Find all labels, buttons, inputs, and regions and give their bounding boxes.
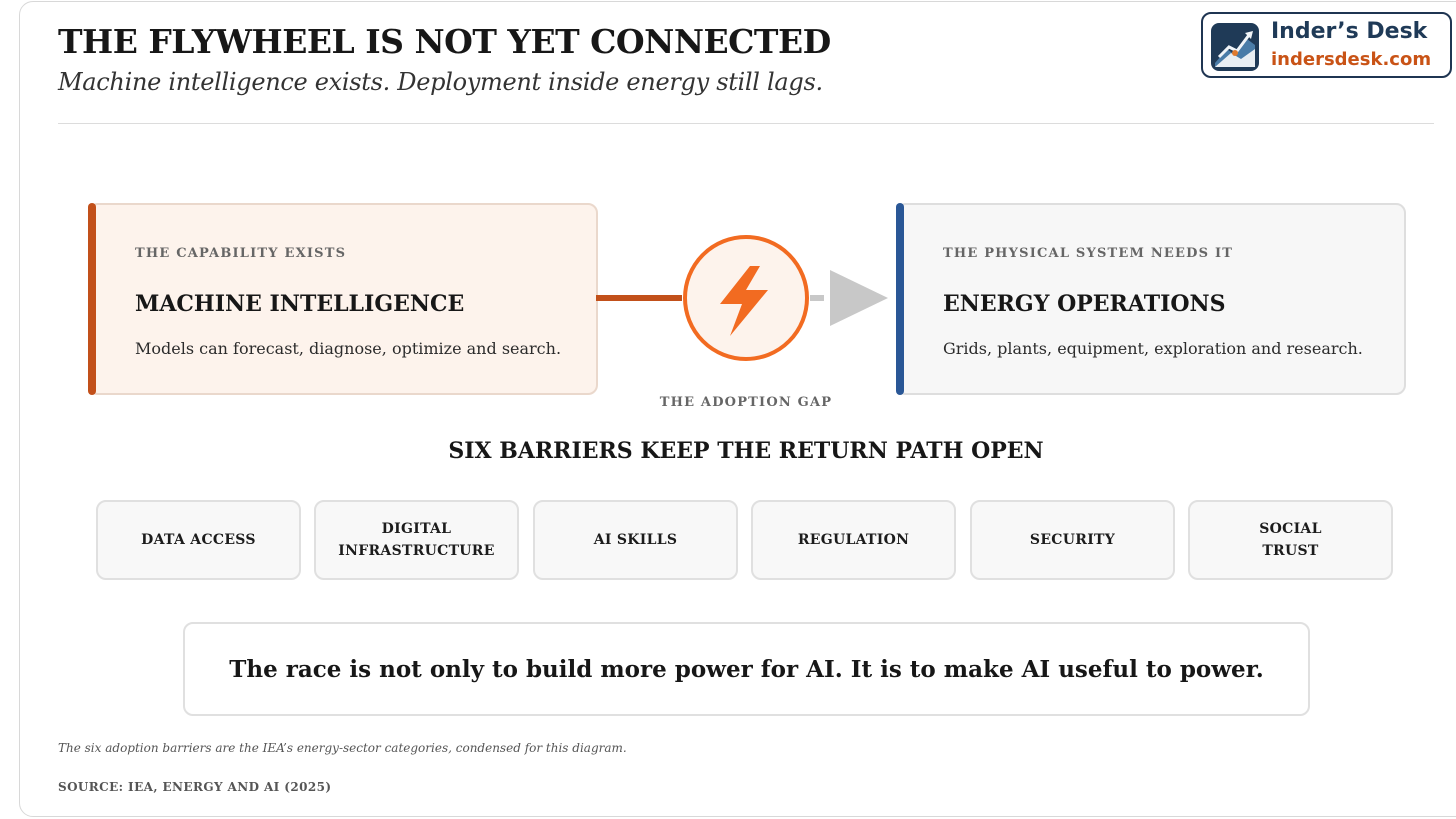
- barrier-label: DATA ACCESS: [141, 532, 256, 548]
- barrier-label: REGULATION: [797, 532, 910, 548]
- barriers-row: DATA ACCESS DIGITAL INFRASTRUCTURE AI SK…: [96, 500, 1394, 580]
- barrier-label: AI SKILLS: [593, 532, 678, 548]
- brand-url[interactable]: indersdesk.com: [1271, 49, 1432, 70]
- barrier-regulation: REGULATION: [751, 500, 956, 580]
- card-kicker: THE CAPABILITY EXISTS: [135, 246, 347, 261]
- adoption-gap-label: THE ADOPTION GAP: [659, 395, 833, 410]
- barrier-label: SECURITY: [1029, 532, 1116, 548]
- capability-card: THE CAPABILITY EXISTS MACHINE INTELLIGEN…: [88, 203, 598, 395]
- conclusion-box: The race is not only to build more power…: [183, 622, 1310, 716]
- brand-badge[interactable]: Inder’s Desk indersdesk.com: [1201, 12, 1452, 78]
- header-divider: [58, 123, 1434, 124]
- barriers-title: SIX BARRIERS KEEP THE RETURN PATH OPEN: [448, 438, 1044, 464]
- barrier-digital-infrastructure: DIGITAL INFRASTRUCTURE: [314, 500, 519, 580]
- barrier-security: SECURITY: [970, 500, 1175, 580]
- chart-logo-icon: [1211, 23, 1259, 71]
- card-accent-bar: [896, 203, 904, 395]
- barrier-label: DIGITAL INFRASTRUCTURE: [338, 521, 495, 559]
- card-heading: ENERGY OPERATIONS: [943, 291, 1226, 317]
- card-accent-bar: [88, 203, 96, 395]
- card-description: Models can forecast, diagnose, optimize …: [135, 339, 562, 358]
- page-subtitle: Machine intelligence exists. Deployment …: [58, 68, 823, 96]
- card-description: Grids, plants, equipment, exploration an…: [943, 339, 1363, 358]
- footnote: The six adoption barriers are the IEA’s …: [58, 741, 627, 755]
- page-title: THE FLYWHEEL IS NOT YET CONNECTED: [58, 22, 831, 61]
- lightning-bolt-icon: [683, 235, 809, 361]
- card-kicker: THE PHYSICAL SYSTEM NEEDS IT: [943, 246, 1234, 261]
- brand-name: Inder’s Desk: [1271, 19, 1428, 44]
- energy-card: THE PHYSICAL SYSTEM NEEDS IT ENERGY OPER…: [896, 203, 1406, 395]
- barrier-label: SOCIAL TRUST: [1259, 521, 1322, 559]
- conclusion-text: The race is not only to build more power…: [229, 655, 1264, 683]
- card-heading: MACHINE INTELLIGENCE: [135, 291, 465, 317]
- source-note: SOURCE: IEA, ENERGY AND AI (2025): [58, 780, 332, 794]
- barrier-data-access: DATA ACCESS: [96, 500, 301, 580]
- adoption-gap-connector: [596, 235, 888, 361]
- barrier-social-trust: SOCIAL TRUST: [1188, 500, 1393, 580]
- barrier-ai-skills: AI SKILLS: [533, 500, 738, 580]
- gap-arrow-icon: [830, 270, 888, 326]
